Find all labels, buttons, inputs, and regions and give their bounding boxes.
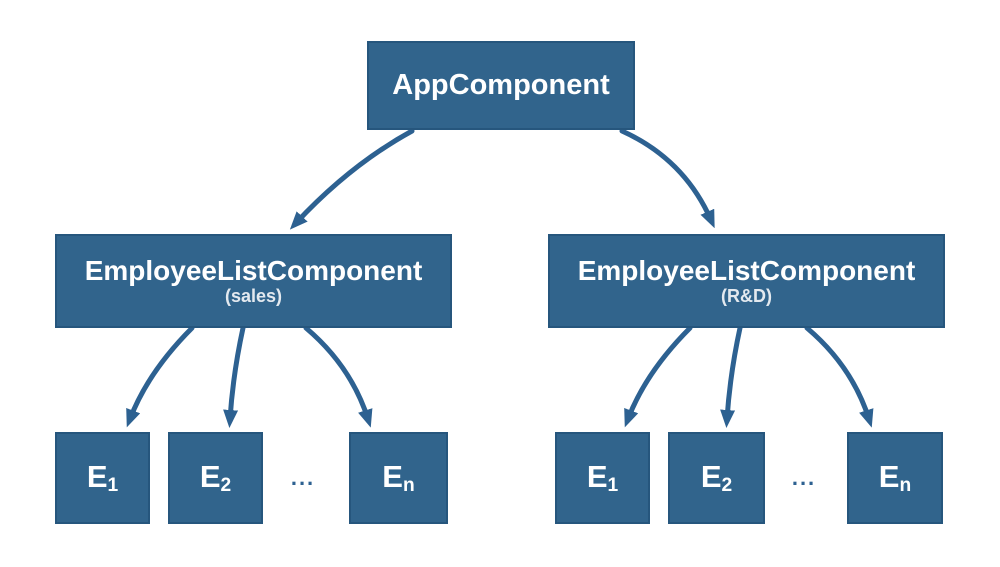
edge-rd-to-e1: [624, 325, 693, 428]
node-sales-employee-1: E1: [55, 432, 150, 524]
node-employee-list-sales: EmployeeListComponent (sales): [55, 234, 452, 328]
rd-ellipsis: ...: [791, 465, 817, 490]
node-sales-employee-n: En: [349, 432, 448, 524]
node-rd-employee-n: En: [847, 432, 943, 524]
node-employee-list-sales-title: EmployeeListComponent: [84, 255, 423, 286]
node-rd-employee-1: E1: [555, 432, 650, 524]
edge-sales-to-en: [303, 325, 373, 428]
node-sales-employee-2: E2: [168, 432, 263, 524]
edge-app-to-sales-list: [289, 128, 415, 230]
node-employee-list-sales-subtitle: (sales): [224, 286, 283, 307]
edge-sales-to-e1: [126, 325, 195, 428]
node-employee-list-rd-title: EmployeeListComponent: [577, 255, 916, 286]
sales-ellipsis: ...: [290, 465, 316, 490]
node-employee-list-rd: EmployeeListComponent (R&D): [548, 234, 945, 328]
node-sales-employee-2-label: E2: [199, 458, 232, 497]
node-rd-employee-2: E2: [668, 432, 765, 524]
edge-app-to-rd-list: [619, 128, 715, 229]
node-rd-employee-1-label: E1: [586, 458, 619, 497]
edge-rd-to-en: [804, 325, 874, 428]
edge-sales-to-e2: [223, 325, 246, 428]
node-rd-employee-2-label: E2: [700, 458, 733, 497]
node-app-component-label: AppComponent: [392, 69, 610, 101]
node-rd-employee-n-label: En: [878, 458, 912, 497]
node-sales-employee-n-label: En: [382, 458, 415, 497]
edge-rd-to-e2: [720, 325, 743, 428]
node-sales-employee-1-label: E1: [86, 458, 119, 497]
node-employee-list-rd-subtitle: (R&D): [721, 286, 772, 307]
node-app-component: AppComponent: [367, 41, 635, 130]
